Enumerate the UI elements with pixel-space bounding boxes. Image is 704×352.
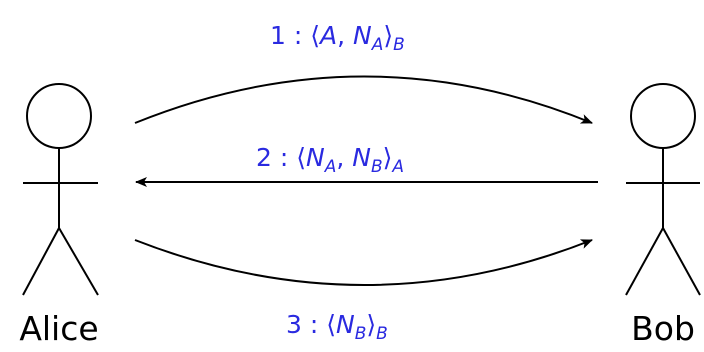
- bob-label: Bob: [631, 309, 695, 348]
- alice-right-leg: [58, 227, 99, 296]
- message-1-label: 1 : ⟨A, NA⟩B: [270, 21, 405, 55]
- bob-figure: [625, 83, 701, 296]
- alice-head: [26, 83, 92, 149]
- message-2-label: 2 : ⟨NA, NB⟩A: [256, 143, 404, 177]
- alice-label: Alice: [19, 309, 98, 348]
- alice-left-leg: [22, 227, 60, 296]
- alice-figure: [22, 83, 99, 296]
- message-3-label: 3 : ⟨NB⟩B: [286, 310, 388, 344]
- message-1-arrow: [134, 75, 593, 124]
- bob-left-leg: [625, 227, 664, 296]
- bob-right-leg: [662, 227, 701, 296]
- bob-head: [630, 83, 696, 149]
- message-3-arrow: [134, 239, 593, 286]
